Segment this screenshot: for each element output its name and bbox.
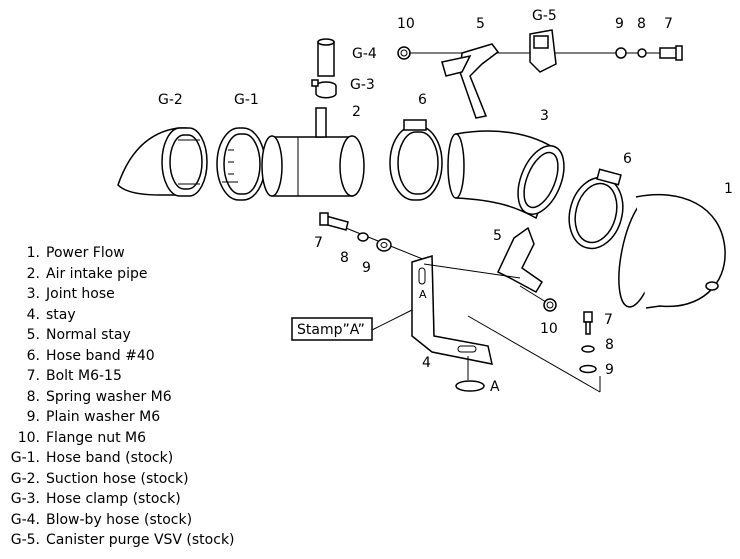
joint-hose: [447, 130, 565, 220]
hose-clamp-g3: [311, 79, 337, 99]
air-intake-pipe: [261, 107, 365, 197]
callout-g5: G-5: [532, 8, 557, 24]
legend-item: 10.Flange nut M6: [17, 429, 147, 446]
top-hardware-row: [397, 29, 683, 119]
callout-3: 3: [540, 108, 549, 124]
callout-7-top: 7: [664, 16, 673, 32]
callout-9-mid: 9: [362, 260, 371, 276]
stay-bracket: [411, 254, 493, 392]
callout-2: 2: [352, 104, 361, 120]
legend-item: G-2.Suction hose (stock): [10, 470, 189, 487]
callout-7-low: 7: [604, 312, 613, 328]
callout-g4: G-4: [352, 46, 377, 62]
callout-g1: G-1: [234, 92, 259, 108]
legend-item: G-5.Canister purge VSV (stock): [10, 532, 235, 548]
callout-6-top: 6: [418, 92, 427, 108]
legend-item: 9.Plain washer M6: [26, 409, 161, 425]
callout-labels: 10 5 G-5 9 8 7 G-4 G-3 G-2 G-1 2 6 3 6 1…: [158, 8, 733, 395]
callout-9-low: 9: [605, 362, 614, 378]
stamp-a-callout-box: Stamp”A”: [291, 317, 373, 341]
callout-g3: G-3: [350, 77, 375, 93]
callout-1: 1: [724, 181, 733, 197]
hose-band-g1: [216, 127, 266, 201]
callout-6-right: 6: [623, 151, 632, 167]
callout-8-mid: 8: [340, 250, 349, 266]
hose-band-6-top: [389, 119, 443, 201]
legend-item: 5.Normal stay: [26, 327, 131, 343]
middle-hardware: [319, 212, 431, 263]
callout-10-top: 10: [397, 16, 415, 32]
callout-4: 4: [422, 355, 431, 371]
callout-8-top: 8: [637, 16, 646, 32]
callout-5-top: 5: [476, 16, 485, 32]
blow-by-hose-g4: [317, 38, 335, 77]
callout-8-low: 8: [605, 337, 614, 353]
parts-legend: 1.Power Flow 2.Air intake pipe 3.Joint h…: [6, 243, 235, 551]
legend-item: G-1.Hose band (stock): [10, 450, 174, 466]
suction-hose-g2: [117, 127, 208, 197]
callout-7-mid: 7: [314, 235, 323, 251]
legend-item: 4.stay: [26, 306, 76, 323]
legend-item: G-4.Blow-by hose (stock): [10, 511, 193, 528]
legend-item: 6.Hose band #40: [26, 347, 155, 364]
hose-band-6-right: [568, 168, 624, 250]
callout-5-mid: 5: [493, 228, 502, 244]
legend-item: 2.Air intake pipe: [26, 265, 148, 282]
legend-item: G-3.Hose clamp (stock): [10, 491, 181, 507]
legend-item: 3.Joint hose: [26, 286, 115, 302]
stamp-a-label: Stamp”A”: [297, 322, 365, 338]
legend-item: 7.Bolt M6-15: [26, 368, 122, 384]
callout-9-top: 9: [615, 16, 624, 32]
legend-item: 1.Power Flow: [26, 245, 125, 261]
callout-g2: G-2: [158, 92, 183, 108]
power-flow-filter: [618, 193, 726, 309]
stamp-a-mark: A: [419, 288, 427, 301]
callout-a-bottom: A: [490, 379, 500, 395]
legend-item: 8.Spring washer M6: [26, 388, 172, 405]
normal-stay-middle: [423, 226, 557, 312]
leader-lines: [371, 309, 413, 331]
lower-hardware: [467, 311, 601, 393]
callout-10-mid: 10: [540, 321, 558, 337]
